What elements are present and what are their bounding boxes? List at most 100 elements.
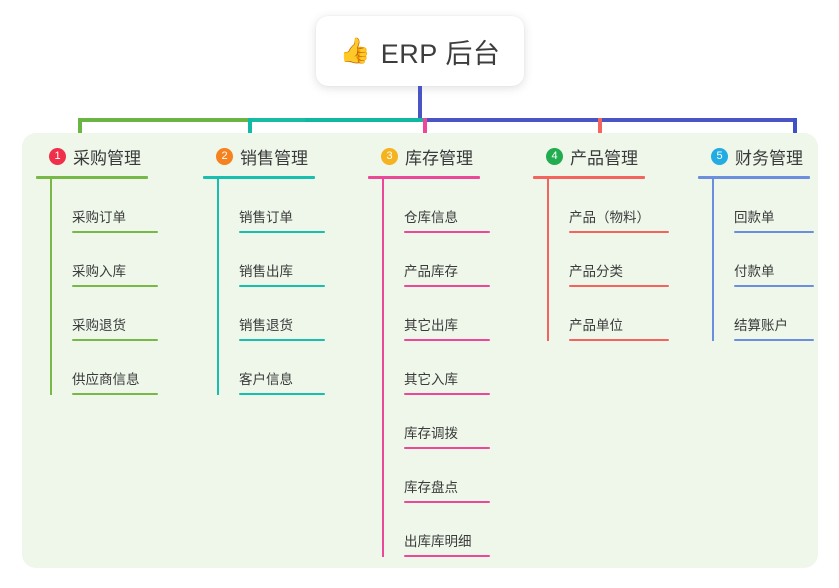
column-title: 财务管理 — [735, 148, 803, 168]
menu-item-label: 其它入库 — [404, 372, 458, 387]
column-header-1[interactable]: 1 采购管理 — [36, 143, 186, 169]
column-items: 销售订单销售出库销售退货客户信息 — [203, 179, 353, 395]
column-title: 库存管理 — [405, 148, 473, 168]
thumbs-up-icon: 👍 — [339, 36, 371, 65]
menu-item[interactable]: 采购退货 — [50, 287, 186, 341]
menu-item-label: 付款单 — [734, 264, 775, 279]
menu-item-label: 产品库存 — [404, 264, 458, 279]
column-items: 回款单付款单结算账户 — [698, 179, 839, 341]
menu-item-rule — [404, 231, 490, 233]
connector-bus-segment-4 — [425, 118, 795, 122]
column-header-3[interactable]: 3 库存管理 — [368, 143, 528, 169]
column-spine — [382, 179, 384, 557]
menu-item[interactable]: 付款单 — [712, 233, 839, 287]
column-header-rule — [698, 176, 810, 179]
menu-item-label: 产品单位 — [569, 318, 623, 333]
connector-bus-segment-2 — [250, 118, 305, 122]
menu-item-rule — [239, 285, 325, 287]
root-node-content: 👍 ERP 后台 — [340, 32, 501, 71]
menu-item[interactable]: 库存盘点 — [382, 449, 528, 503]
menu-item-label: 结算账户 — [734, 318, 788, 333]
column-title: 销售管理 — [240, 148, 308, 168]
menu-item-rule — [404, 501, 490, 503]
menu-item-rule — [569, 231, 669, 233]
column-spine — [547, 179, 549, 341]
column-badge-3: 3 — [381, 147, 398, 165]
menu-item[interactable]: 销售订单 — [217, 179, 353, 233]
connector-trunk — [418, 86, 422, 122]
menu-item[interactable]: 其它入库 — [382, 341, 528, 395]
column-badge-2: 2 — [216, 147, 233, 165]
menu-item-rule — [72, 393, 158, 395]
root-node-title: ERP 后台 — [380, 38, 501, 69]
menu-item[interactable]: 产品单位 — [547, 287, 693, 341]
menu-item[interactable]: 库存调拨 — [382, 395, 528, 449]
menu-item[interactable]: 销售退货 — [217, 287, 353, 341]
menu-item-rule — [734, 339, 814, 341]
column-title: 产品管理 — [570, 148, 638, 168]
menu-item-rule — [72, 285, 158, 287]
menu-item-rule — [404, 285, 490, 287]
menu-item[interactable]: 产品库存 — [382, 233, 528, 287]
menu-item-rule — [72, 231, 158, 233]
column-header-4[interactable]: 4 产品管理 — [533, 143, 693, 169]
menu-item-label: 客户信息 — [239, 372, 293, 387]
column-items: 产品（物料） 产品分类产品单位 — [533, 179, 693, 341]
menu-item-rule — [569, 285, 669, 287]
menu-item[interactable]: 结算账户 — [712, 287, 839, 341]
column-财务管理: 5 财务管理回款单付款单结算账户 — [698, 143, 839, 341]
column-header-5[interactable]: 5 财务管理 — [698, 143, 839, 169]
menu-item-label: 库存调拨 — [404, 426, 458, 441]
menu-item[interactable]: 客户信息 — [217, 341, 353, 395]
column-库存管理: 3 库存管理仓库信息产品库存其它出库其它入库库存调拨库存盘点出库库明细 — [368, 143, 528, 557]
menu-item-rule — [239, 339, 325, 341]
column-产品管理: 4 产品管理产品（物料） 产品分类产品单位 — [533, 143, 693, 341]
column-badge-4: 4 — [546, 147, 563, 165]
menu-item-label: 产品分类 — [569, 264, 623, 279]
menu-item-rule — [404, 555, 490, 557]
connector-bus-segment-1 — [80, 118, 250, 122]
menu-item-rule — [734, 285, 814, 287]
menu-item-label: 采购订单 — [72, 210, 126, 225]
menu-item-label: 采购退货 — [72, 318, 126, 333]
menu-item[interactable]: 产品分类 — [547, 233, 693, 287]
column-title: 采购管理 — [73, 148, 141, 168]
menu-item-label: 产品（物料） — [569, 210, 650, 225]
branch-panel — [22, 133, 818, 568]
menu-item[interactable]: 仓库信息 — [382, 179, 528, 233]
menu-item-label: 其它出库 — [404, 318, 458, 333]
root-node-card[interactable]: 👍 ERP 后台 — [316, 16, 524, 86]
menu-item[interactable]: 产品（物料） — [547, 179, 693, 233]
menu-item-label: 销售出库 — [239, 264, 293, 279]
menu-item[interactable]: 其它出库 — [382, 287, 528, 341]
menu-item-rule — [404, 393, 490, 395]
menu-item-label: 回款单 — [734, 210, 775, 225]
menu-item[interactable]: 回款单 — [712, 179, 839, 233]
menu-item-label: 销售退货 — [239, 318, 293, 333]
menu-item-label: 仓库信息 — [404, 210, 458, 225]
menu-item-rule — [239, 231, 325, 233]
column-badge-1: 1 — [49, 147, 66, 165]
menu-item-label: 库存盘点 — [404, 480, 458, 495]
menu-item[interactable]: 采购订单 — [50, 179, 186, 233]
menu-item-label: 供应商信息 — [72, 372, 140, 387]
menu-item-rule — [404, 447, 490, 449]
column-spine — [217, 179, 219, 395]
column-header-rule — [368, 176, 480, 179]
menu-item-label: 出库库明细 — [404, 534, 472, 549]
column-销售管理: 2 销售管理销售订单销售出库销售退货客户信息 — [203, 143, 353, 395]
column-header-2[interactable]: 2 销售管理 — [203, 143, 353, 169]
menu-item-label: 采购入库 — [72, 264, 126, 279]
menu-item[interactable]: 采购入库 — [50, 233, 186, 287]
column-items: 仓库信息产品库存其它出库其它入库库存调拨库存盘点出库库明细 — [368, 179, 528, 557]
column-header-rule — [36, 176, 148, 179]
menu-item-rule — [72, 339, 158, 341]
menu-item[interactable]: 销售出库 — [217, 233, 353, 287]
menu-item[interactable]: 供应商信息 — [50, 341, 186, 395]
column-badge-5: 5 — [711, 147, 728, 165]
menu-item-rule — [569, 339, 669, 341]
menu-item-rule — [239, 393, 325, 395]
menu-item[interactable]: 出库库明细 — [382, 503, 528, 557]
connector-bus-segment-3 — [305, 118, 425, 122]
